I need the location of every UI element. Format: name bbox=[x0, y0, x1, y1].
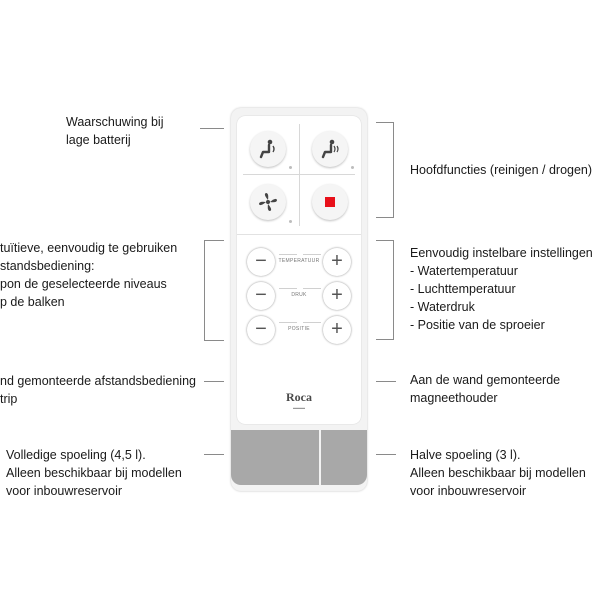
front-wash-indicator bbox=[351, 166, 354, 169]
stop-icon bbox=[325, 197, 335, 207]
pressure-plus-button[interactable]: + bbox=[323, 282, 351, 310]
roca-logo: Roca bbox=[286, 390, 312, 404]
settings-bracket-bottom bbox=[376, 339, 394, 340]
dryer-fan-icon bbox=[259, 193, 277, 211]
intuitive-remote-text: tuïtieve, eenvoudig te gebruiken standsb… bbox=[0, 241, 178, 309]
wall-remote-leader bbox=[204, 381, 224, 382]
position-dash-left bbox=[279, 322, 297, 323]
settings-bracket-top bbox=[376, 240, 394, 241]
half-flush-text: Halve spoeling (3 l). Alleen beschikbaar… bbox=[410, 448, 586, 498]
remote-face: − TEMPERATUUR + − DRUK + − POSITIE + Roc… bbox=[237, 116, 361, 424]
temperature-dash-right bbox=[303, 254, 321, 255]
half-flush-button[interactable] bbox=[321, 430, 367, 485]
battery-warning-leader bbox=[200, 128, 224, 129]
position-dash-right bbox=[303, 322, 321, 323]
magnet-holder-text: Aan de wand gemonteerde magneethouder bbox=[410, 373, 561, 405]
rear-wash-button[interactable] bbox=[250, 131, 286, 167]
position-label: POSITIE bbox=[288, 326, 310, 332]
intuitive-bracket-top bbox=[204, 240, 224, 241]
main-function-buttons bbox=[237, 116, 361, 232]
dryer-indicator bbox=[289, 220, 292, 223]
settings-bracket-vert bbox=[393, 240, 394, 340]
button-divider-vertical bbox=[299, 124, 300, 226]
rear-wash-icon bbox=[259, 139, 275, 159]
roca-logo-mark: ▬▬▬ bbox=[293, 405, 305, 410]
battery-warning-text: Waarschuwing bij lage batterij bbox=[66, 115, 164, 147]
stop-button[interactable] bbox=[312, 184, 348, 220]
temperature-dash-left bbox=[279, 254, 297, 255]
rear-wash-indicator bbox=[289, 166, 292, 169]
pressure-label: DRUK bbox=[291, 292, 307, 298]
main-functions-bracket-bottom bbox=[376, 217, 394, 218]
front-wash-button[interactable] bbox=[312, 131, 348, 167]
full-flush-text: Volledige spoeling (4,5 l). Alleen besch… bbox=[6, 448, 182, 498]
position-plus-button[interactable]: + bbox=[323, 316, 351, 344]
full-flush-button[interactable] bbox=[231, 430, 319, 485]
dryer-button[interactable] bbox=[250, 184, 286, 220]
temperature-label: TEMPERATUUR bbox=[278, 258, 320, 264]
temperature-minus-button[interactable]: − bbox=[247, 248, 275, 276]
pressure-dash-left bbox=[279, 288, 297, 289]
pressure-minus-button[interactable]: − bbox=[247, 282, 275, 310]
remote-control: − TEMPERATUUR + − DRUK + − POSITIE + Roc… bbox=[231, 108, 367, 491]
position-row: − POSITIE + bbox=[237, 316, 361, 350]
intuitive-bracket-vert bbox=[204, 240, 205, 340]
wall-remote-text: nd gemonteerde afstandsbediening trip bbox=[0, 374, 196, 406]
intuitive-bracket-bottom bbox=[204, 340, 224, 341]
main-functions-bracket-vert bbox=[393, 122, 394, 218]
settings-separator bbox=[237, 234, 361, 235]
full-flush-leader bbox=[204, 454, 224, 455]
button-divider-horizontal bbox=[243, 174, 355, 175]
main-functions-bracket-top bbox=[376, 122, 394, 123]
settings-text: Eenvoudig instelbare instellingen - Wate… bbox=[410, 246, 593, 332]
magnet-holder-leader bbox=[376, 381, 396, 382]
position-minus-button[interactable]: − bbox=[247, 316, 275, 344]
temperature-row: − TEMPERATUUR + bbox=[237, 248, 361, 282]
pressure-row: − DRUK + bbox=[237, 282, 361, 316]
main-functions-text: Hoofdfuncties (reinigen / drogen) bbox=[410, 163, 593, 177]
half-flush-leader bbox=[376, 454, 396, 455]
pressure-dash-right bbox=[303, 288, 321, 289]
front-wash-icon bbox=[321, 139, 339, 159]
temperature-plus-button[interactable]: + bbox=[323, 248, 351, 276]
